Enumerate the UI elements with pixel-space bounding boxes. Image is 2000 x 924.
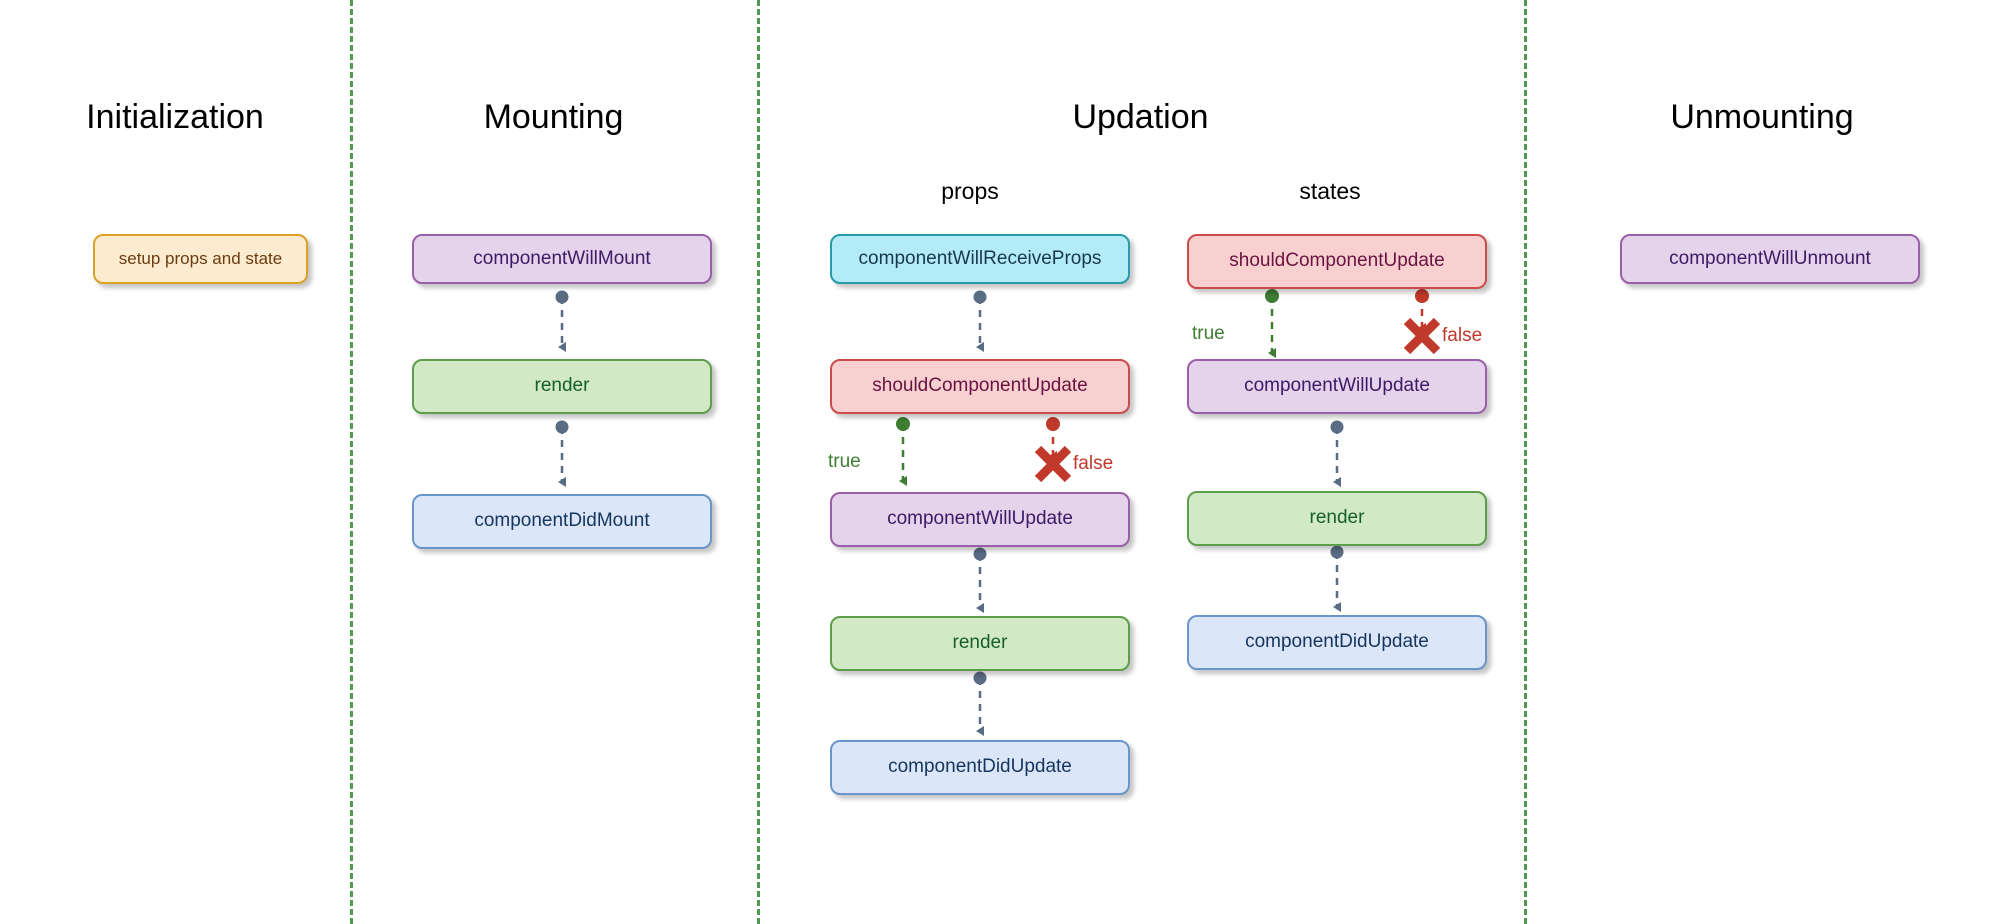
divider-mounting-updation (757, 0, 760, 924)
edge-render-to-did-mount (555, 420, 569, 487)
edge-states-true-branch (1265, 289, 1279, 358)
node-states-should-component-update[interactable]: shouldComponentUpdate (1187, 234, 1487, 289)
edge-states-will-update-to-render (1330, 420, 1344, 487)
section-title-unmounting: Unmounting (1670, 98, 1854, 136)
node-component-will-unmount[interactable]: componentWillUnmount (1620, 234, 1920, 284)
divider-initialization-mounting (350, 0, 353, 924)
node-component-did-mount[interactable]: componentDidMount (412, 494, 712, 549)
divider-updation-unmounting (1524, 0, 1527, 924)
section-title-initialization: Initialization (86, 98, 264, 136)
cross-stop-icon (1034, 445, 1072, 483)
node-mounting-render[interactable]: render (412, 359, 712, 414)
node-props-component-will-update[interactable]: componentWillUpdate (830, 492, 1130, 547)
node-setup-props-and-state[interactable]: setup props and state (93, 234, 308, 284)
node-props-should-component-update[interactable]: shouldComponentUpdate (830, 359, 1130, 414)
section-title-updation: Updation (1072, 98, 1209, 136)
node-states-render[interactable]: render (1187, 491, 1487, 546)
section-title-mounting: Mounting (483, 98, 624, 136)
edge-props-will-update-to-render (973, 547, 987, 613)
subsection-title-props: props (941, 178, 999, 204)
node-states-component-will-update[interactable]: componentWillUpdate (1187, 359, 1487, 414)
branch-label-props-false: false (1073, 453, 1114, 474)
node-props-component-did-update[interactable]: componentDidUpdate (830, 740, 1130, 795)
node-props-render[interactable]: render (830, 616, 1130, 671)
edge-props-false-branch (1034, 417, 1072, 483)
edge-states-render-to-did-update (1330, 545, 1344, 612)
cross-stop-icon (1403, 317, 1441, 355)
node-component-will-receive-props[interactable]: componentWillReceiveProps (830, 234, 1130, 284)
edge-will-receive-props-to-should-update (973, 290, 987, 352)
branch-label-states-true: true (1192, 323, 1225, 344)
subsection-title-states: states (1299, 178, 1361, 204)
node-states-component-did-update[interactable]: componentDidUpdate (1187, 615, 1487, 670)
node-component-will-mount[interactable]: componentWillMount (412, 234, 712, 284)
branch-label-props-true: true (828, 451, 861, 472)
branch-label-states-false: false (1442, 325, 1483, 346)
edge-will-mount-to-render (555, 290, 569, 352)
edge-props-true-branch (896, 417, 910, 486)
edge-states-false-branch (1403, 289, 1441, 355)
edge-props-render-to-did-update (973, 671, 987, 736)
